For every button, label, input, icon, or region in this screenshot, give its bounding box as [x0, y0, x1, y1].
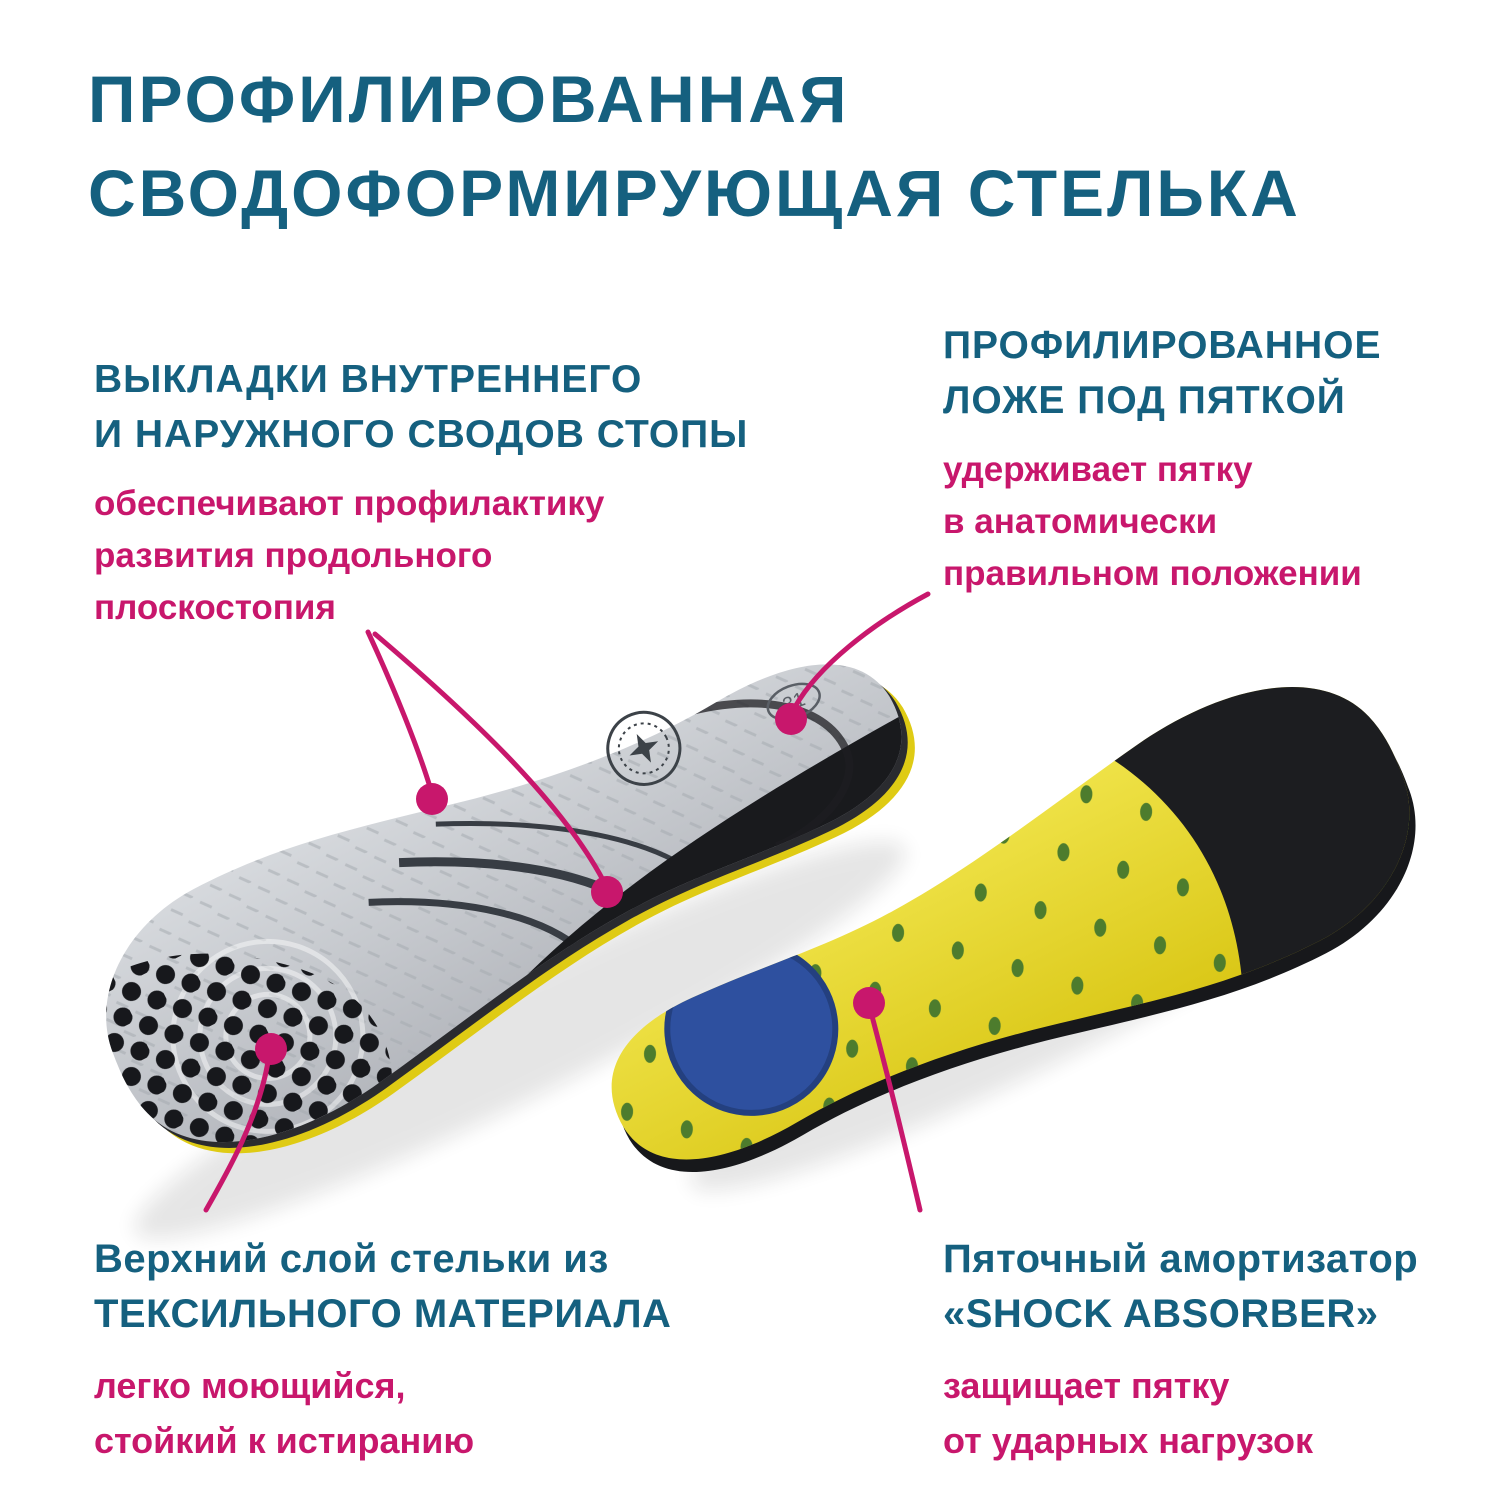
arch-pads-body-line-2: развития продольного: [94, 536, 493, 575]
marker-shock-absorber-dot: [853, 987, 885, 1019]
shock-absorber-body-line-1: защищает пятку: [943, 1365, 1230, 1406]
page-title: ПРОФИЛИРОВАННАЯ СВОДОФОРМИРУЮЩАЯ СТЕЛЬКА: [88, 52, 1301, 240]
page-title-line-1: ПРОФИЛИРОВАННАЯ: [88, 62, 850, 136]
leader-line-arch-outer: [365, 629, 433, 790]
top-layer-heading-line-1: Верхний слой стельки из: [94, 1237, 609, 1281]
marker-heel-bed-dot: [775, 703, 807, 735]
marker-top-layer-dot: [255, 1033, 287, 1065]
marker-arch-outer-dot: [416, 783, 448, 815]
heel-cup-line: [676, 699, 854, 851]
heel-bed-body-line-2: в анатомически: [943, 502, 1218, 541]
heel-bed-heading-line-1: ПРОФИЛИРОВАННОЕ: [943, 324, 1382, 367]
leader-line-top-layer: [203, 1059, 271, 1213]
top-layer-body-line-1: легко моющийся,: [94, 1365, 406, 1406]
shock-absorber-heading-line-1: Пяточный амортизатор: [943, 1237, 1419, 1281]
shock-absorber-body-line-2: от ударных нагрузок: [943, 1420, 1314, 1461]
leader-line-heel-bed: [792, 591, 931, 710]
callout-top-layer: Верхний слой стельки из ТЕКСИЛЬНОГО МАТЕ…: [94, 1232, 671, 1468]
callout-shock-absorber: Пяточный амортизатор «SHOCK ABSORBER» за…: [943, 1232, 1418, 1468]
arch-pads-body-line-1: обеспечивают профилактику: [94, 484, 605, 523]
top-layer-body-line-2: стойкий к истиранию: [94, 1420, 475, 1461]
callout-heel-bed: ПРОФИЛИРОВАННОЕ ЛОЖЕ ПОД ПЯТКОЙ удержива…: [943, 318, 1381, 600]
page-title-line-2: СВОДОФОРМИРУЮЩАЯ СТЕЛЬКА: [88, 156, 1301, 230]
shock-absorber-heading-line-2: «SHOCK ABSORBER»: [943, 1292, 1379, 1336]
marker-dots: [255, 703, 885, 1065]
heel-bed-body-line-1: удерживает пятку: [943, 450, 1253, 489]
left-insole-shadow: [134, 841, 906, 1239]
leader-line-shock-absorber: [869, 1013, 923, 1213]
arch-pads-heading-line-2: И НАРУЖНОГО СВОДОВ СТОПЫ: [94, 413, 749, 456]
heel-bed-heading-line-2: ЛОЖЕ ПОД ПЯТКОЙ: [943, 379, 1346, 422]
star-stamp-icon: [606, 710, 682, 786]
arch-pads-heading-line-1: ВЫКЛАДКИ ВНУТРЕННЕГО: [94, 358, 643, 401]
top-layer-heading-line-2: ТЕКСИЛЬНОГО МАТЕРИАЛА: [94, 1292, 672, 1336]
leader-lines: [203, 591, 931, 1213]
leader-line-arch-inner: [372, 631, 606, 883]
marker-arch-inner-dot: [591, 876, 623, 908]
heel-bed-body-line-3: правильном положении: [943, 554, 1362, 593]
arch-pads-body-line-3: плоскостопия: [94, 588, 336, 627]
callout-arch-pads: ВЫКЛАДКИ ВНУТРЕННЕГО И НАРУЖНОГО СВОДОВ …: [94, 352, 748, 634]
